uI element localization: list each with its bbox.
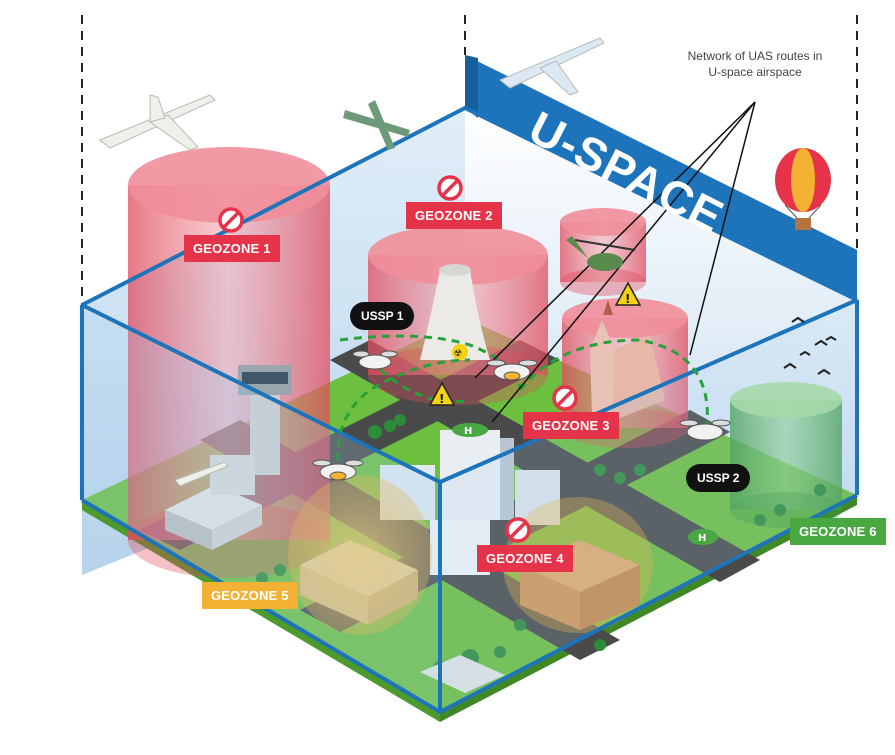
airspace-front-wall-right xyxy=(440,300,857,712)
small-propeller-plane xyxy=(343,100,410,150)
airplane-icon xyxy=(99,37,605,487)
geozone-3-label: GEOZONE 3 xyxy=(523,412,619,439)
helicopter-icon xyxy=(566,236,636,271)
nuclear-cooling-tower: ☢ xyxy=(420,264,490,360)
geozone-5-label: GEOZONE 5 xyxy=(202,582,298,609)
hot-air-balloon-icon xyxy=(775,148,831,230)
geozone-5-area xyxy=(288,475,432,635)
geozone-4-label: GEOZONE 4 xyxy=(477,545,573,572)
ussp-2-label: USSP 2 xyxy=(686,464,751,492)
svg-text:H: H xyxy=(698,533,706,544)
geozone-6-label: GEOZONE 6 xyxy=(790,518,886,545)
helicopter-zone-volume xyxy=(560,208,646,296)
helipad-icon: H xyxy=(464,426,472,437)
ussp-1-label: USSP 1 xyxy=(350,302,415,330)
routes-note-pointers xyxy=(474,101,756,423)
warning-icon: ! ! xyxy=(428,281,642,406)
airspace-front-wall-left xyxy=(82,305,440,712)
radiation-icon: ☢ xyxy=(454,349,462,359)
helipad-icon: H xyxy=(688,529,718,545)
bird-icon xyxy=(783,316,837,375)
svg-text:!: ! xyxy=(439,392,444,406)
drone-icon xyxy=(312,350,731,481)
geozone-2-label: GEOZONE 2 xyxy=(406,202,502,229)
airspace-boundary-lines xyxy=(81,15,858,305)
prohibited-icon xyxy=(218,175,578,543)
geozone-4-area xyxy=(503,497,653,633)
airport-terminal xyxy=(165,455,262,550)
geozone-1-label: GEOZONE 1 xyxy=(184,235,280,262)
u-space-banner-wall xyxy=(465,55,857,300)
routes-annotation: Network of UAS routes in U-space airspac… xyxy=(687,49,823,79)
svg-text:!: ! xyxy=(625,292,630,306)
